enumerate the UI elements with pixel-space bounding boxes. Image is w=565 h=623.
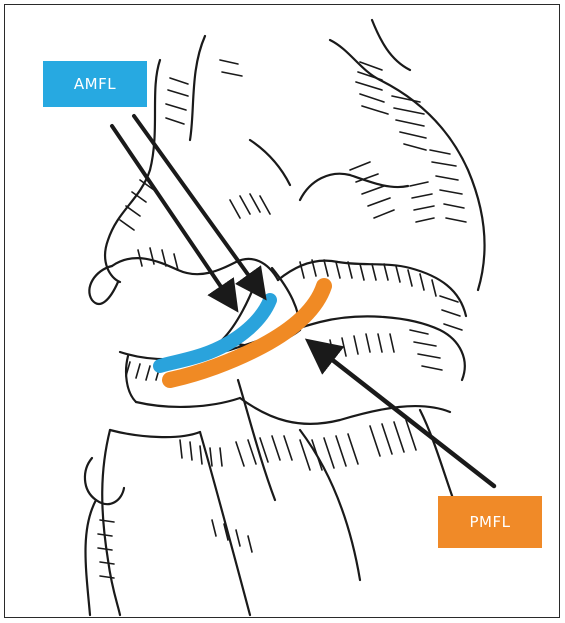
pmfl-arrow [312, 344, 494, 486]
amfl-arrow-1 [112, 126, 234, 306]
femur-outline [89, 20, 484, 316]
tibia-hatching [98, 330, 442, 578]
tibia-outline [85, 316, 470, 615]
amfl-label: AMFL [43, 61, 147, 107]
pmfl-label: PMFL [438, 496, 542, 548]
amfl-arrows [112, 116, 262, 306]
amfl-arrow-2 [134, 116, 262, 294]
femur-hatching [120, 60, 466, 330]
